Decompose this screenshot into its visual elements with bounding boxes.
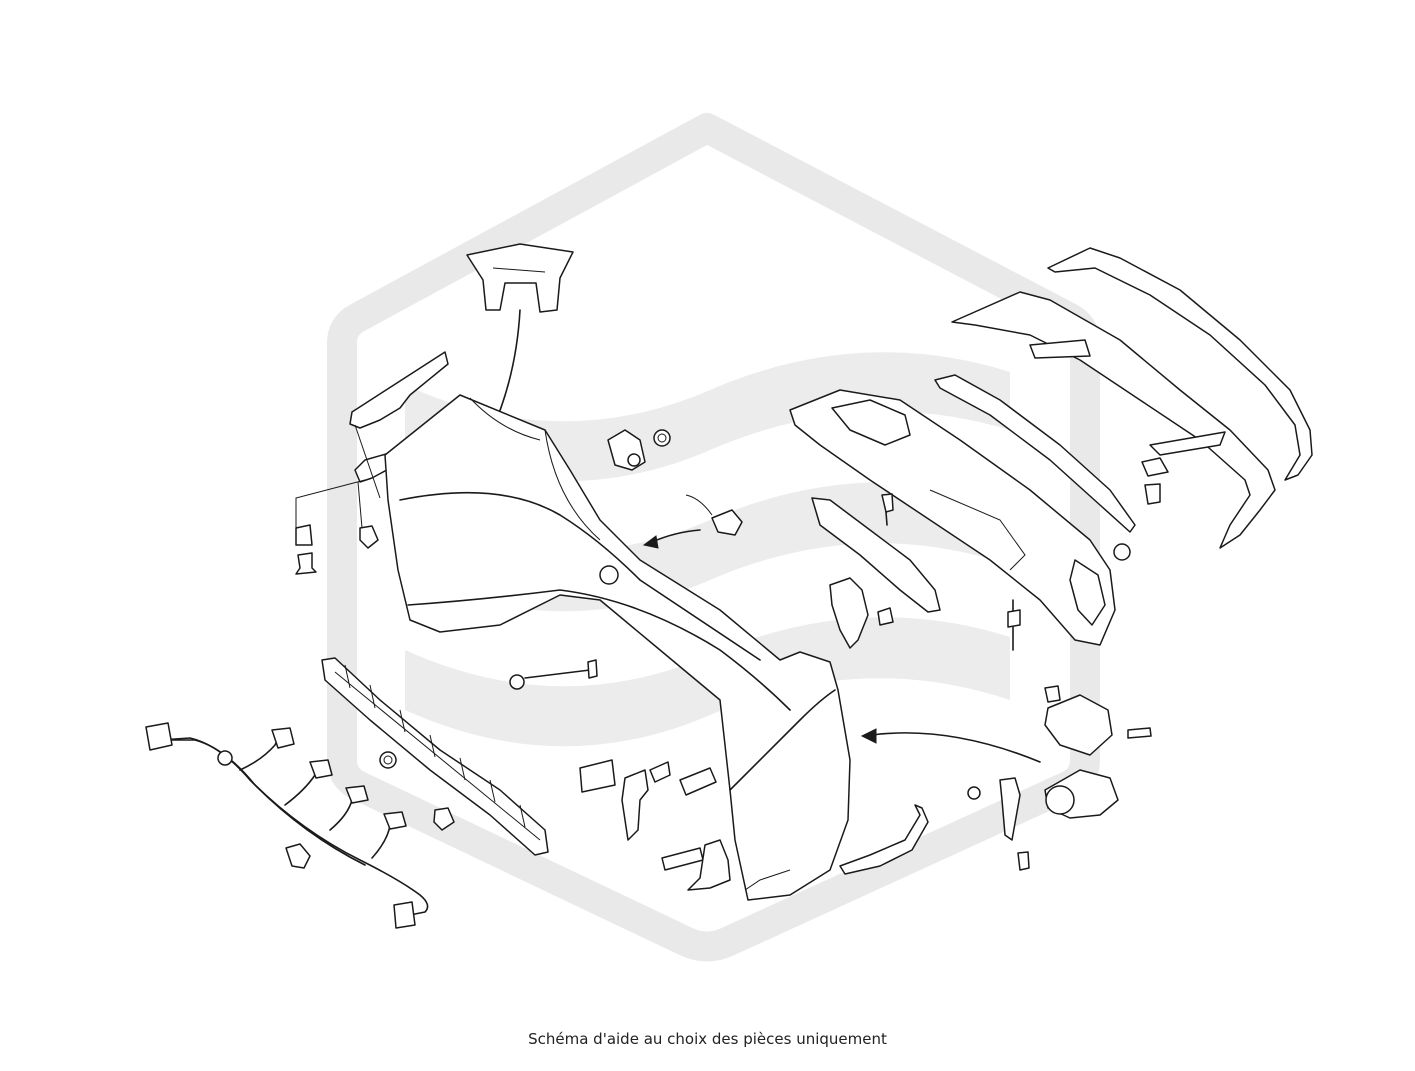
park-sensor-wiring-harness bbox=[145, 722, 429, 929]
upper-right-clip-set bbox=[1113, 457, 1169, 561]
upper-bumper-beam bbox=[951, 291, 1276, 549]
assembly-arrow-right bbox=[860, 728, 1041, 763]
tow-hook-cover bbox=[642, 494, 743, 549]
impact-absorber-rail bbox=[321, 657, 549, 856]
chrome-trim-strip bbox=[934, 374, 1136, 533]
left-clip-set bbox=[295, 524, 379, 575]
upper-mounting-bracket bbox=[466, 243, 574, 313]
lower-bracket-set bbox=[579, 759, 731, 891]
outer-bumper-reinforcement bbox=[1047, 247, 1313, 481]
rear-diffuser-panel bbox=[789, 389, 1116, 646]
center-clip-set bbox=[379, 751, 455, 831]
mounting-bolt bbox=[509, 659, 598, 690]
diagram-caption: Schéma d'aide au choix des pièces unique… bbox=[528, 1030, 887, 1048]
rear-bumper-cover bbox=[384, 394, 851, 901]
support-rod bbox=[1007, 599, 1021, 651]
park-sensor-holder bbox=[607, 429, 671, 471]
side-bracket-assembly bbox=[811, 493, 941, 649]
exhaust-trim-assembly bbox=[967, 685, 1152, 871]
reflector-trim-strip bbox=[839, 804, 929, 875]
